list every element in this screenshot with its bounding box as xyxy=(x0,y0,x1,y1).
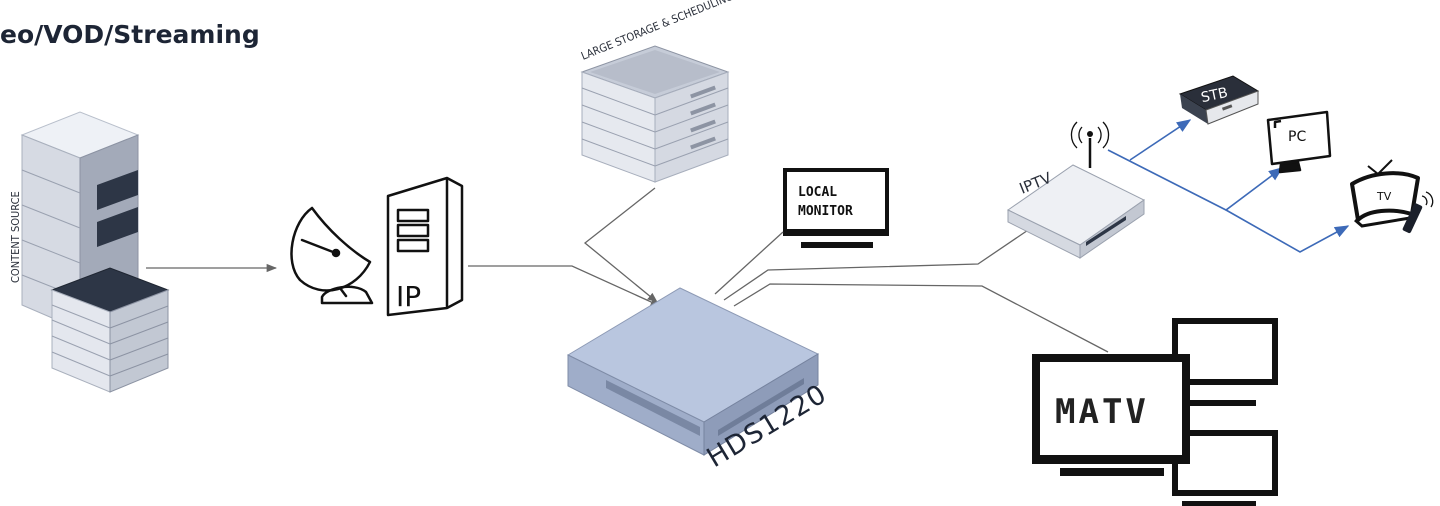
matv-label: MATV xyxy=(1055,392,1149,432)
hds1220-device-icon xyxy=(566,287,820,456)
matv-screens-icon xyxy=(1032,318,1278,506)
ip-server-icon xyxy=(386,176,464,317)
iptv-links xyxy=(1107,119,1350,253)
local-monitor-label-line2: MONITOR xyxy=(798,204,853,219)
stb-box-icon xyxy=(1178,75,1260,125)
connector-line xyxy=(583,187,658,303)
ip-label: IP xyxy=(396,280,421,313)
remote-control-icon xyxy=(1402,191,1434,234)
pc-label: PC xyxy=(1288,129,1306,145)
storage-stack-icon xyxy=(580,45,730,183)
pc-monitor-icon xyxy=(1266,110,1332,174)
content-source-label: CONTENT SOURCE xyxy=(9,191,22,283)
diagram-title: eo/VOD/Streaming xyxy=(0,20,260,49)
hds-output-lines xyxy=(714,221,1109,353)
server-rack-icon xyxy=(20,111,170,393)
local-monitor-icon xyxy=(783,168,889,248)
tv-icon xyxy=(1350,159,1420,228)
satellite-dish-icon xyxy=(290,206,374,305)
local-monitor-label-line1: LOCAL xyxy=(798,185,837,200)
connector-line xyxy=(468,265,661,307)
stb-label: STB xyxy=(1200,85,1230,106)
tv-label: TV xyxy=(1376,190,1392,203)
iptv-router-icon xyxy=(1007,121,1145,259)
